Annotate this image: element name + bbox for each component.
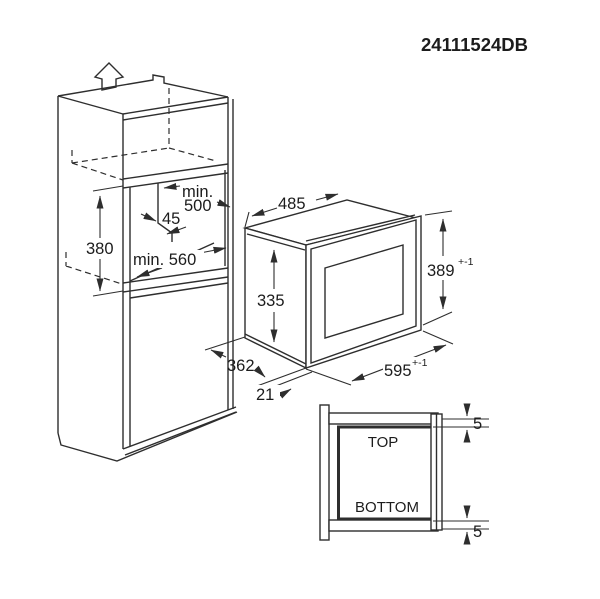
dim-niche-width-prefix: min.	[182, 183, 213, 201]
detail-bottom-shelf	[328, 519, 439, 532]
cabinet-outline	[57, 74, 238, 462]
labels: 24111524DB min. 500 45 380 min. 560 485 …	[86, 34, 528, 541]
oven-door	[305, 215, 422, 369]
detail-bottom-label: BOTTOM	[355, 499, 419, 516]
dim-gap-top: 5	[473, 415, 482, 433]
dim-door-width: 595	[384, 362, 412, 380]
document-number: 24111524DB	[421, 34, 528, 55]
dim-body-height: 335	[257, 292, 285, 310]
detail-view	[319, 403, 489, 545]
dim-side-clearance: 45	[162, 210, 180, 228]
cabinet-hidden-lines	[65, 88, 217, 285]
oven-door-window	[324, 244, 404, 339]
dim-body-depth: 362	[227, 357, 255, 375]
dim-door-height: 389	[427, 262, 455, 280]
detail-top-shelf	[328, 412, 439, 425]
dim-body-width: 485	[278, 195, 306, 213]
dim-door-width-tolerance: +-1	[412, 357, 428, 369]
dim-door-height-tolerance: +-1	[458, 256, 474, 268]
dim-niche-depth: min. 560	[133, 251, 196, 269]
arrow-up-icon	[93, 62, 125, 91]
dim-door-protrusion: 21	[256, 386, 274, 404]
dim-niche-width-value: 500	[184, 197, 212, 215]
dim-gap-bottom: 5	[473, 523, 482, 541]
oven-drawing	[242, 199, 422, 370]
detail-top-label: TOP	[368, 434, 399, 451]
detail-wall-bar	[319, 404, 330, 541]
dimension-lines	[92, 182, 454, 399]
dim-niche-height: 380	[86, 240, 114, 258]
